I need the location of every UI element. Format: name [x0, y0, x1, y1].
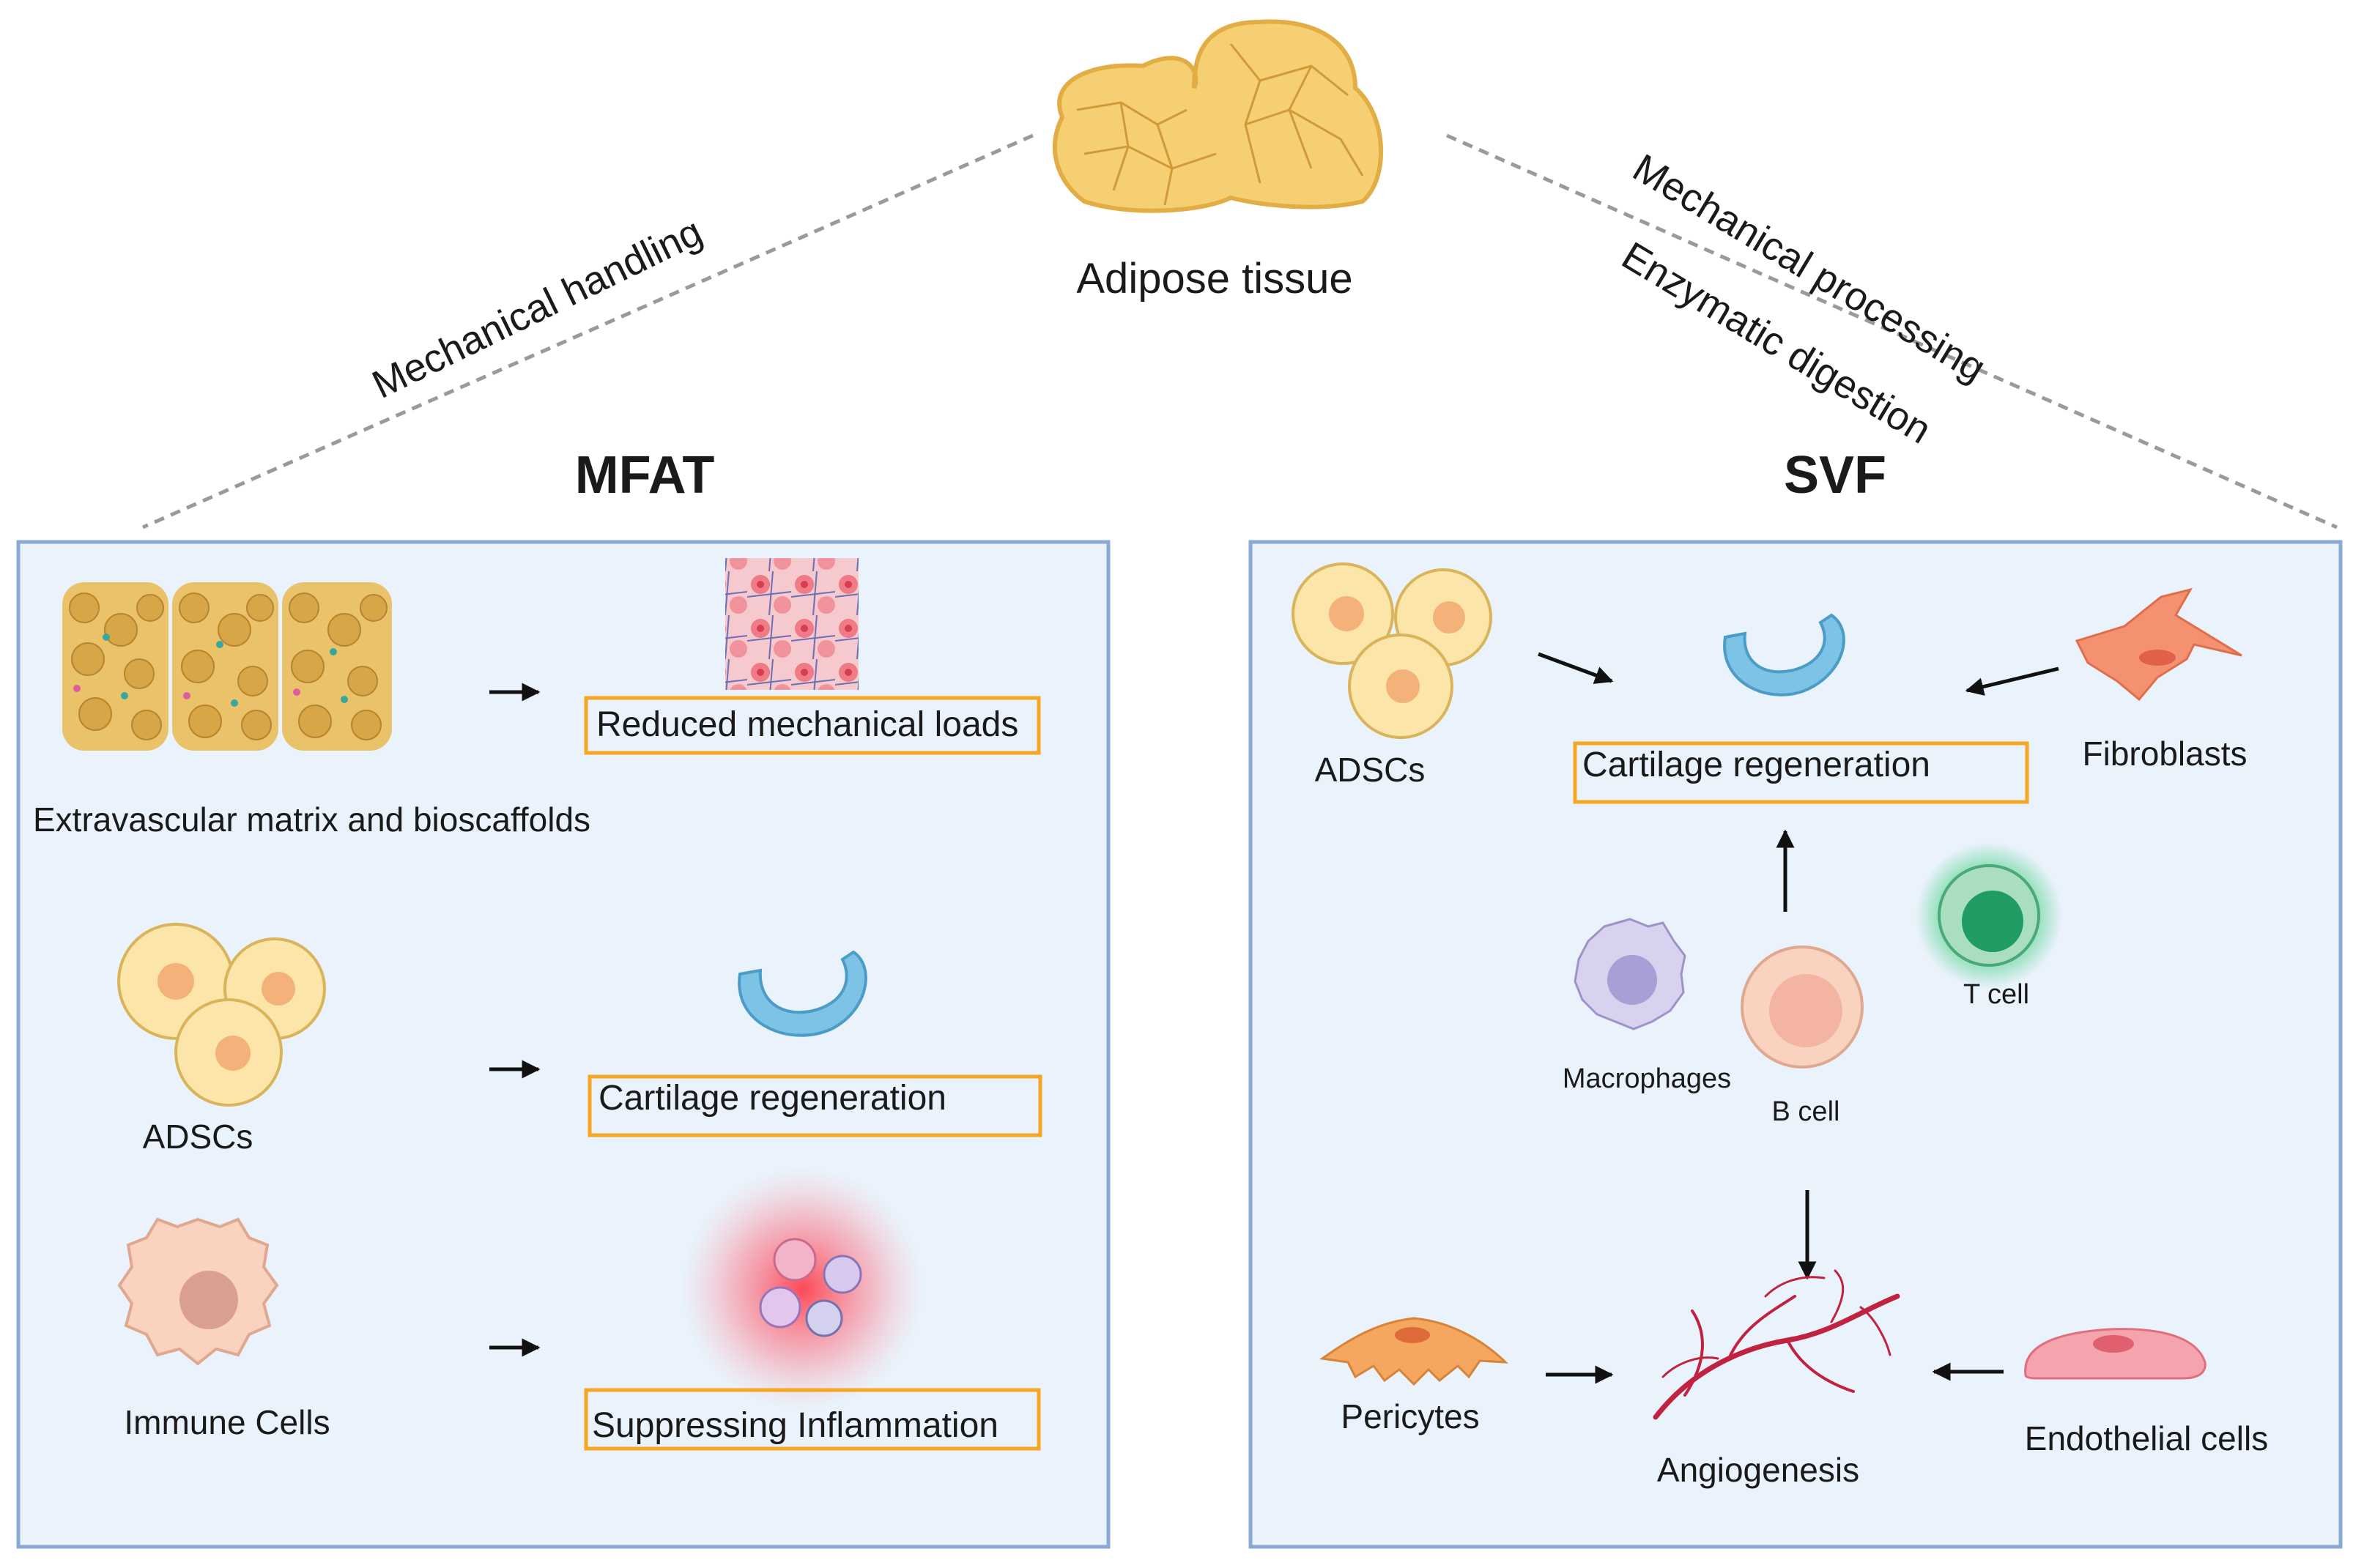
adscs-icon-svf	[1292, 562, 1492, 739]
left-dashed-line	[141, 133, 1034, 530]
fibroblast-nucleus-icon	[2139, 650, 2176, 666]
angiogenesis-label: Angiogenesis	[1657, 1451, 1859, 1489]
t-cell-label: T cell	[1963, 979, 2029, 1010]
b-cell-nucleus-icon	[1769, 974, 1842, 1047]
endothelial-cells-label: Endothelial cells	[2025, 1419, 2268, 1457]
angiogenesis-icon	[1653, 1269, 1900, 1420]
effect-box-inflammation	[584, 1388, 1041, 1451]
svf-arrow-adscs	[1538, 652, 1614, 684]
cartilage-icon-mfat	[738, 950, 867, 1037]
pericyte-icon	[1319, 1317, 1508, 1386]
svf-arrow-fibroblasts	[1965, 666, 2059, 696]
adscs-icon-mfat	[117, 923, 326, 1107]
svf-title: SVF	[1784, 446, 1886, 505]
endothelial-cell-icon	[2024, 1328, 2206, 1380]
cartilage-label-mfat: Cartilage regeneration	[599, 1079, 946, 1118]
b-cell-label: B cell	[1772, 1096, 1840, 1127]
macrophage-nucleus-icon	[1607, 955, 1657, 1005]
cartilage-label-svf: Cartilage regeneration	[1582, 746, 1930, 784]
cartilage-icon-svf	[1723, 613, 1845, 696]
macrophages-label: Macrophages	[1563, 1063, 1731, 1094]
mfat-title: MFAT	[575, 446, 715, 505]
fibroblasts-label: Fibroblasts	[2083, 735, 2248, 773]
effect-box-reduced-loads	[584, 696, 1041, 755]
mechanical-handling-label: Mechanical handling	[366, 209, 709, 407]
adscs-label-mfat: ADSCs	[143, 1118, 253, 1156]
adipose-tissue-label: Adipose tissue	[1076, 255, 1352, 302]
effect-box-cartilage-svf	[1573, 741, 2029, 804]
mfat-panel: Extravascular matrix and bioscaffolds Re…	[16, 540, 1111, 1549]
immune-cells-label: Immune Cells	[124, 1403, 330, 1441]
suppressing-inflammation-label: Suppressing Inflammation	[592, 1406, 998, 1445]
adipose-tissue-icon	[1053, 19, 1383, 213]
pericytes-label: Pericytes	[1341, 1397, 1479, 1435]
inflammation-icon	[681, 1168, 923, 1410]
svf-panel: ADSCs Cartilage regeneration Fibroblasts…	[1248, 540, 2343, 1549]
right-dashed-line	[1445, 133, 2338, 530]
fibroblast-icon	[2075, 587, 2242, 702]
reduced-loads-label: Reduced mechanical loads	[596, 705, 1018, 744]
adscs-label-svf: ADSCs	[1315, 751, 1426, 789]
extravascular-matrix-label: Extravascular matrix and bioscaffolds	[33, 800, 590, 839]
immune-cell-nucleus-icon	[179, 1271, 238, 1329]
effect-box-cartilage-mfat	[588, 1074, 1042, 1137]
endothelial-nucleus-icon	[2093, 1335, 2134, 1353]
pericyte-nucleus-icon	[1395, 1327, 1430, 1343]
red-blood-cells-image	[725, 558, 859, 690]
t-cell-nucleus-icon	[1962, 891, 2023, 952]
extravascular-matrix-icon	[62, 582, 392, 751]
